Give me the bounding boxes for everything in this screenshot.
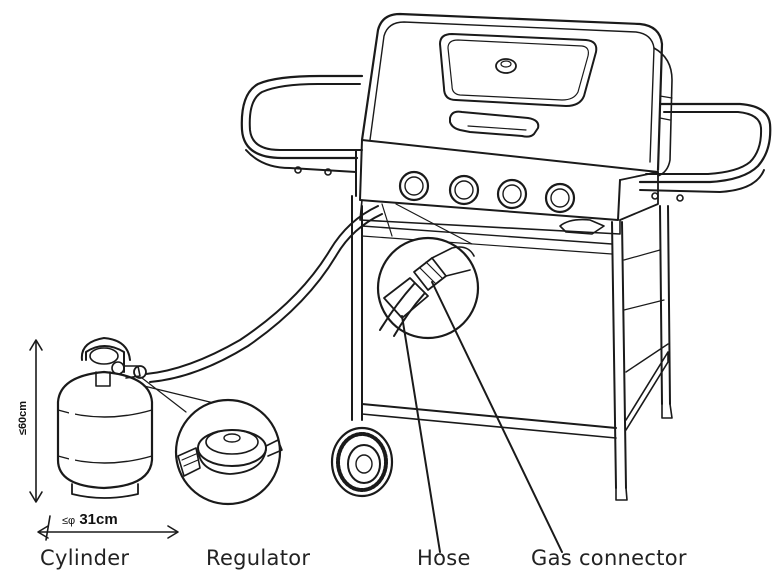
cylinder-dimension-lines (30, 340, 178, 540)
diameter-value: 31cm (79, 511, 118, 528)
regulator-zoom-callout (142, 378, 282, 504)
height-value: ≤60cm (17, 400, 29, 436)
cylinder-height-label: ≤60cm (17, 393, 29, 443)
control-knob-3 (498, 180, 526, 208)
gas-hose (146, 206, 382, 382)
cart-wheel (332, 428, 392, 496)
right-side-shelf (640, 104, 770, 201)
cart-frame (352, 196, 672, 500)
grill-lid (362, 14, 672, 176)
cylinder-diameter-label: ≤φ 31cm (62, 511, 118, 528)
control-knob-2 (450, 176, 478, 204)
control-knob-4 (546, 184, 574, 212)
control-knob-1 (400, 172, 428, 200)
regulator-label: Regulator (206, 546, 311, 570)
gas-connector-label: Gas connector (531, 546, 687, 570)
cylinder-label: Cylinder (40, 546, 130, 570)
hose-leader-line (402, 316, 440, 552)
connector-zoom-callout (378, 204, 478, 338)
hose-label: Hose (417, 546, 471, 570)
diameter-symbol: ≤φ (62, 515, 76, 527)
left-side-shelf (242, 76, 362, 175)
gas-cylinder (58, 338, 152, 498)
gas-connector-leader-line (432, 282, 562, 552)
grill (242, 14, 770, 500)
control-knobs (400, 172, 604, 234)
